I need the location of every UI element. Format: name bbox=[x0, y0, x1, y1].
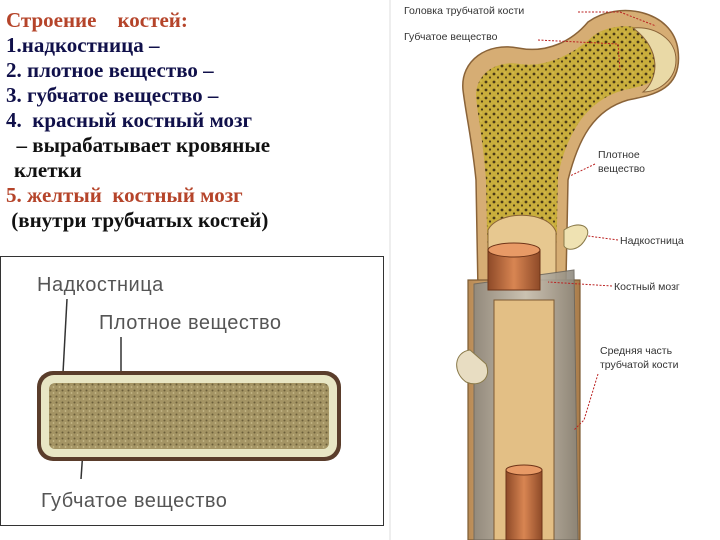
cross-section-diagram: Надкостница Плотное вещество Губчатое ве… bbox=[0, 256, 384, 526]
leader-lines bbox=[537, 11, 657, 431]
cs-label-spongy: Губчатое вещество bbox=[41, 490, 227, 512]
label-marrow: Костный мозг bbox=[614, 281, 680, 293]
leader-compact bbox=[569, 163, 596, 177]
bone-marrow-top bbox=[487, 249, 541, 291]
periosteum-flap-left bbox=[456, 349, 488, 385]
label-periosteum: Надкостница bbox=[620, 235, 684, 247]
label-compact-1: Плотное bbox=[598, 149, 640, 161]
label-compact-2: вещество bbox=[598, 163, 645, 175]
item-compact: 2. плотное вещество – bbox=[6, 58, 214, 82]
cross-section-svg: Надкостница Плотное вещество Губчатое ве… bbox=[37, 274, 341, 512]
item-red-marrow-desc2: клетки bbox=[14, 158, 82, 182]
cs-leader-periosteum bbox=[62, 298, 68, 374]
item-yellow-marrow: 5. желтый костный мозг bbox=[6, 183, 243, 207]
item-yellow-marrow-desc: (внутри трубчатых костей) bbox=[6, 208, 269, 232]
leader-head bbox=[578, 11, 657, 27]
bone-marrow-cap bbox=[487, 242, 541, 258]
item-spongy: 3. губчатое вещество – bbox=[6, 83, 219, 107]
label-shaft-1: Средняя часть bbox=[600, 345, 673, 357]
leader-marrow bbox=[547, 281, 613, 287]
label-spongy: Губчатое вещество bbox=[404, 31, 498, 43]
cs-label-periosteum: Надкостница bbox=[37, 274, 164, 296]
bone-marrow-lower bbox=[505, 469, 543, 540]
cs-spongy-layer bbox=[49, 383, 329, 449]
title: Строение костей: bbox=[6, 8, 188, 32]
bone-structure-text: Строение костей: 1.надкостница – 2. плот… bbox=[6, 8, 376, 233]
leader-periosteum bbox=[587, 235, 619, 241]
leader-shaft bbox=[573, 373, 599, 431]
item-red-marrow-desc: – вырабатывает кровяные bbox=[6, 133, 271, 157]
cs-label-compact: Плотное вещество bbox=[99, 312, 282, 334]
bone-head-cap bbox=[631, 27, 677, 93]
bone-marrow-lower-cap bbox=[505, 464, 543, 476]
long-bone-diagram: Головка трубчатой кости Губчатое веществ… bbox=[389, 0, 684, 540]
label-shaft-2: трубчатой кости bbox=[600, 359, 679, 371]
item-red-marrow: 4. красный костный мозг bbox=[6, 108, 253, 132]
periosteum-flap-right bbox=[563, 224, 589, 250]
item-periosteum: 1.надкостница – bbox=[6, 33, 160, 57]
label-head: Головка трубчатой кости bbox=[404, 5, 524, 17]
